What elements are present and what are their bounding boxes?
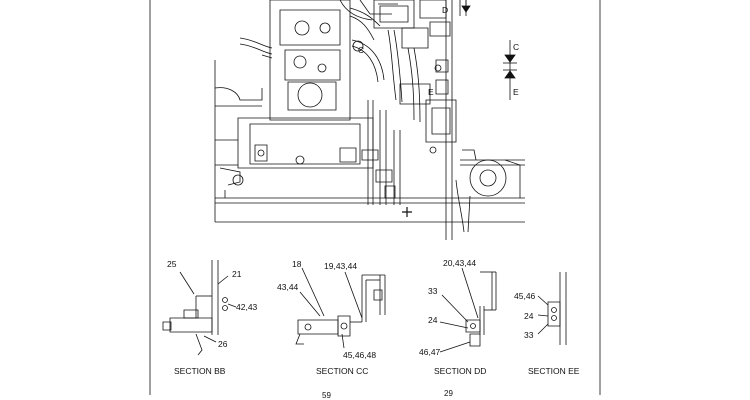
section-dd-title: SECTION DD xyxy=(434,366,487,376)
section-cc-drawing xyxy=(296,268,385,348)
callout-d-main: D xyxy=(442,5,449,15)
section-bb-drawing xyxy=(163,260,236,355)
section-ee-title: SECTION EE xyxy=(528,366,580,376)
section-cc-title: SECTION CC xyxy=(316,366,369,376)
pivot-inner xyxy=(480,170,496,186)
section-marker-upper xyxy=(503,40,517,100)
bb-label-25: 25 xyxy=(167,259,177,269)
pivot-outer xyxy=(470,160,506,196)
ee-label-24: 24 xyxy=(524,311,534,321)
cc-label-19-43-44: 19,43,44 xyxy=(324,261,358,271)
section-marker-top xyxy=(462,0,470,12)
cc-label-43-44: 43,44 xyxy=(277,282,299,292)
callout-e-main: E xyxy=(428,87,434,97)
section-ee-drawing xyxy=(538,272,566,345)
page-number-left: 59 xyxy=(322,391,331,400)
callout-c-main: C xyxy=(358,45,365,55)
dd-label-46-47: 46,47 xyxy=(419,347,441,357)
dd-label-24: 24 xyxy=(428,315,438,325)
dd-label-33: 33 xyxy=(428,286,438,296)
page-number-right: 29 xyxy=(444,389,453,398)
callout-c-upper: C xyxy=(513,42,520,52)
bb-label-21: 21 xyxy=(232,269,242,279)
ee-label-33: 33 xyxy=(524,330,534,340)
section-bb-title: SECTION BB xyxy=(174,366,226,376)
cc-label-45-46-48: 45,46,48 xyxy=(343,350,377,360)
ee-label-45-46: 45,46 xyxy=(514,291,536,301)
dd-label-20-43-44: 20,43,44 xyxy=(443,258,477,268)
bb-label-42-43: 42,43 xyxy=(236,302,258,312)
callout-e-upper: E xyxy=(513,87,519,97)
main-assembly xyxy=(215,0,525,240)
section-dd-drawing xyxy=(440,268,496,352)
cc-label-18: 18 xyxy=(292,259,302,269)
bb-label-26: 26 xyxy=(218,339,228,349)
